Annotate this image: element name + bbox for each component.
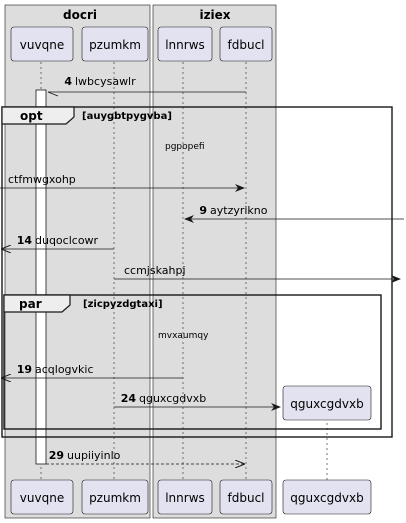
activation-vuvqne [35,89,47,465]
participant-qguxcgdvxb-bottom-label: qguxcgdvxb [290,491,363,505]
participant-qguxcgdvxb-created[interactable]: qguxcgdvxb [282,385,372,421]
fragment-opt: opt [auygbtpygvba] [1,106,393,438]
message-29-label: uupiiyinlo [67,449,121,462]
participant-pzumkm-bottom-label: pzumkm [89,491,141,505]
message-ccmjskahpj: ccmjskahpj [114,264,401,283]
participant-vuvqne-bottom[interactable]: vuvqne [10,479,74,515]
fragment-opt-condition: [auygbtpygvba] [82,111,172,122]
message-14-label: duqoclcowr [35,234,99,247]
message-ctfmwgxohp: ctfmwgxohp [0,173,245,192]
participant-fdbucl-bottom[interactable]: fdbucl [219,479,273,515]
message-24-seq: 24 [121,392,137,405]
message-9-seq: 9 [199,204,207,217]
message-4-seq: 4 [64,75,72,88]
fragment-par: par [zicpyzdgtaxi] [3,294,382,430]
message-29-seq: 29 [49,449,64,462]
participant-pzumkm-label: pzumkm [89,38,141,52]
participant-vuvqne-top[interactable]: vuvqne [10,26,74,62]
participant-lnnrws-bottom[interactable]: lnnrws [157,479,213,515]
message-19-label: acqlogvkic [35,363,94,376]
participant-qguxcgdvxb-label: qguxcgdvxb [290,397,363,411]
group-docri: docri [4,4,151,519]
message-4: 4 lwbcysawlr [47,75,246,97]
participant-lnnrws-bottom-label: lnnrws [165,491,205,505]
group-iziex: iziex [152,4,277,519]
message-19-seq: 19 [17,363,32,376]
message-24: 24 qguxcgdvxb [114,392,281,411]
participant-fdbucl-label: fdbucl [228,38,265,52]
participant-fdbucl-top[interactable]: fdbucl [219,26,273,62]
participant-pzumkm-bottom[interactable]: pzumkm [81,479,149,515]
participant-lnnrws-top[interactable]: lnnrws [157,26,213,62]
message-4-label: lwbcysawlr [75,75,136,88]
group-docri-title: docri [63,8,97,22]
participant-fdbucl-bottom-label: fdbucl [228,491,265,505]
participant-vuvqne-label: vuvqne [20,38,64,52]
message-14-seq: 14 [17,234,33,247]
fragment-opt-keyword: opt [20,109,43,123]
message-9: 9 aytzyrikno [184,204,404,223]
fragment-par-keyword: par [19,297,42,311]
message-9-label: aytzyrikno [210,204,268,217]
lifelines [40,62,328,480]
participant-pzumkm-top[interactable]: pzumkm [81,26,149,62]
message-ctfmwgxohp-label: ctfmwgxohp [8,173,76,186]
fragment-par-condition: [zicpyzdgtaxi] [83,299,163,310]
note-mvxaumqy: mvxaumqy [158,331,209,341]
participant-lnnrws-label: lnnrws [165,38,205,52]
message-14: 14 duqoclcowr [2,234,114,249]
group-iziex-title: iziex [199,8,230,22]
participant-qguxcgdvxb-bottom[interactable]: qguxcgdvxb [282,479,372,515]
participant-vuvqne-bottom-label: vuvqne [20,491,64,505]
note-pgpopefi: pgpopefi [165,142,205,152]
message-29: 29 uupiiyinlo [46,449,244,464]
message-ccmjskahpj-label: ccmjskahpj [124,264,186,277]
message-24-label: qguxcgdvxb [139,392,206,405]
message-19: 19 acqlogvkic [2,363,183,378]
